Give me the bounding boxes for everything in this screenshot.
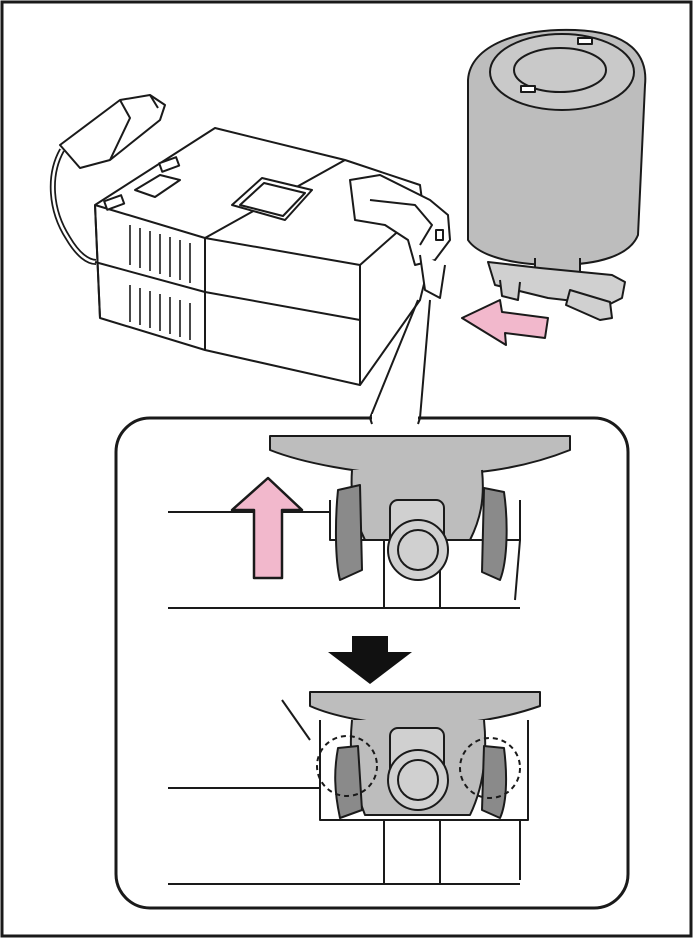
valve-nozzle	[387, 749, 449, 811]
hose-holder	[349, 174, 451, 266]
power-plug	[49, 94, 166, 265]
valve-nozzle	[387, 519, 449, 581]
compressor-outline	[168, 787, 520, 885]
vent-grille-left	[129, 225, 191, 340]
arrow-right-icon	[461, 299, 549, 346]
sealant-bottle	[467, 28, 647, 321]
detail-after	[168, 691, 541, 885]
insert-arrow	[461, 299, 549, 346]
arrow-up-icon	[230, 476, 304, 580]
gauge-window	[231, 177, 313, 221]
arrow-down-icon	[328, 636, 412, 684]
left-clip	[334, 745, 363, 819]
detail-before	[168, 435, 571, 609]
left-clip	[334, 484, 363, 581]
compressor	[49, 94, 451, 386]
highlight-circle-icon	[459, 737, 521, 799]
switch-mark	[103, 194, 126, 211]
right-clip	[481, 487, 508, 581]
compressor-outline	[168, 511, 520, 609]
right-clip	[481, 745, 508, 819]
callout-leader	[369, 299, 431, 419]
highlight-circle-icon	[316, 735, 378, 797]
bottle-cap-top	[489, 33, 635, 111]
bottle-socket	[419, 254, 446, 299]
